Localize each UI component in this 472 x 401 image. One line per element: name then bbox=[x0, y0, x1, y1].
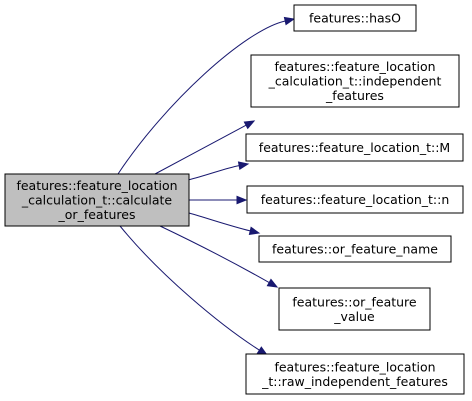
node-raw-independent-features[interactable]: features::feature_location_t::raw_indepe… bbox=[245, 353, 465, 395]
edges bbox=[117, 16, 296, 356]
node-independent-features[interactable]: features::feature_location_calculation_t… bbox=[250, 54, 460, 108]
nodes: features::feature_location_calculation_t… bbox=[4, 4, 465, 395]
node-raw-independent-features-box bbox=[245, 353, 465, 395]
node-calculate-or-features[interactable]: features::feature_location_calculation_t… bbox=[4, 173, 190, 227]
node-independent-features-label: _features bbox=[325, 88, 384, 103]
edge-to-hasO-arrowhead bbox=[283, 16, 296, 26]
edge-to-M-line bbox=[187, 165, 240, 181]
edge-to-or-feature-name-line bbox=[188, 212, 251, 232]
edge-to-M bbox=[187, 161, 250, 181]
node-n[interactable]: features::feature_location_t::n bbox=[246, 185, 464, 214]
node-or-feature-name[interactable]: features::or_feature_name bbox=[258, 235, 452, 263]
node-n-box bbox=[246, 185, 464, 214]
edge-to-or-feature-value bbox=[159, 225, 279, 288]
edge-to-hasO bbox=[117, 16, 296, 175]
node-or-feature-value[interactable]: features::or_feature_value bbox=[278, 287, 431, 331]
node-calculate-or-features-label: features::feature_location bbox=[16, 178, 177, 193]
edge-to-or-feature-value-line bbox=[159, 225, 270, 283]
node-hasO-label: features::hasO bbox=[309, 11, 401, 26]
node-or-feature-value-label: _value bbox=[333, 309, 375, 324]
edge-to-independent-features-line bbox=[154, 124, 247, 175]
node-or-feature-value-label: features::or_feature bbox=[292, 294, 417, 309]
edge-to-independent-features bbox=[154, 120, 256, 175]
edge-to-M-arrowhead bbox=[237, 161, 250, 170]
node-independent-features-box bbox=[250, 54, 460, 108]
node-calculate-or-features-label: _or_features bbox=[58, 207, 136, 222]
edge-to-independent-features-arrowhead bbox=[243, 120, 256, 130]
node-M-box bbox=[245, 133, 464, 162]
node-calculate-or-features-box bbox=[4, 173, 190, 227]
node-independent-features-label: features::feature_location bbox=[274, 59, 435, 74]
edge-to-raw-independent-features-line bbox=[119, 225, 260, 351]
node-calculate-or-features-label: _calculation_t::calculate bbox=[21, 193, 173, 208]
edge-to-n bbox=[189, 195, 248, 205]
node-or-feature-name-label: features::or_feature_name bbox=[272, 242, 438, 257]
node-or-feature-value-box bbox=[278, 287, 431, 331]
edge-to-hasO-line bbox=[117, 20, 286, 175]
node-independent-features-label: _calculation_t::independent bbox=[268, 74, 442, 89]
edge-to-raw-independent-features bbox=[119, 225, 269, 356]
node-raw-independent-features-label: _t::raw_independent_features bbox=[261, 374, 448, 389]
node-hasO[interactable]: features::hasO bbox=[293, 4, 417, 32]
edge-to-or-feature-name bbox=[188, 212, 261, 235]
edge-to-or-feature-name-arrowhead bbox=[248, 226, 261, 235]
node-hasO-box bbox=[293, 4, 417, 32]
node-raw-independent-features-label: features::feature_location bbox=[274, 359, 435, 374]
edge-to-n-arrowhead bbox=[236, 195, 248, 205]
node-n-label: features::feature_location_t::n bbox=[261, 192, 450, 207]
edge-to-or-feature-value-arrowhead bbox=[266, 278, 279, 288]
node-M-label: features::feature_location_t::M bbox=[259, 140, 450, 155]
node-or-feature-name-box bbox=[258, 235, 452, 263]
node-M[interactable]: features::feature_location_t::M bbox=[245, 133, 464, 162]
